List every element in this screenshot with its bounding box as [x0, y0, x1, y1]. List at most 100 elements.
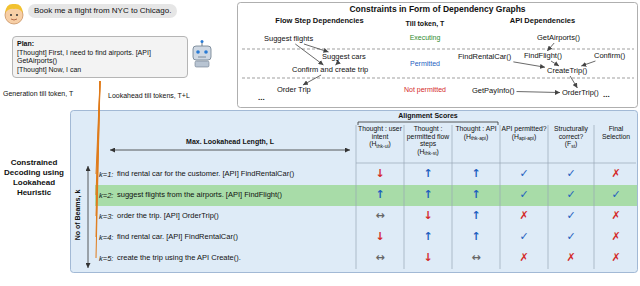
hair	[5, 4, 23, 13]
dependency-arrow	[581, 61, 595, 66]
score-symbol: ✓	[566, 230, 575, 243]
robot-body	[195, 61, 209, 67]
beam-index-box: k=4:	[99, 233, 113, 242]
formula-part: st	[571, 143, 575, 149]
score-symbol: ↓	[423, 251, 432, 264]
beam-text: find rental car for the customer. [API] …	[117, 169, 294, 178]
score-symbol-box: ✓	[548, 167, 594, 181]
legend-heading: Till token, T	[406, 20, 445, 27]
beam-text-box: find rental car for the customer. [API] …	[117, 170, 353, 179]
annotation: Lookahead till tokens, T+L	[108, 92, 190, 99]
score-symbol: ↓	[423, 209, 432, 222]
ellipsis-box: ...	[258, 94, 265, 102]
api-node: CreateTrip()	[545, 66, 589, 76]
axis-label: No of Beams, k	[74, 190, 81, 241]
node-text: FindRentalCar()	[458, 53, 511, 61]
score-symbol-box: ✓	[500, 230, 548, 244]
dependency-arrow	[551, 61, 559, 66]
ellipsis-box: ...	[603, 91, 610, 99]
grid-line	[548, 125, 549, 269]
score-symbol: ✗	[566, 251, 575, 264]
bracket	[358, 122, 498, 125]
score-symbol: ✗	[611, 230, 620, 243]
score-symbol: ↑	[423, 230, 432, 243]
grid-line	[404, 125, 405, 269]
score-symbol: ↑	[471, 209, 480, 222]
formula-part: (H	[417, 148, 424, 155]
score-symbol: ✓	[519, 230, 528, 243]
beam-text: find rental car. [API] FindRentalCar()	[117, 232, 238, 241]
antenna-tip	[201, 40, 204, 43]
score-symbol-box: ✓	[548, 188, 594, 202]
score-symbol-box: ✗	[500, 209, 548, 223]
formula: (Hthk-st)	[405, 148, 451, 158]
header-text: Thought : user intent	[357, 125, 403, 140]
status-label: Executing	[410, 34, 441, 41]
formula: (Hapi-api)	[501, 133, 547, 143]
node-text: Suggest cars	[322, 53, 366, 61]
node-text: Confirm()	[594, 52, 625, 60]
dependency-arrow	[547, 43, 554, 51]
api-node: FindRentalCar()	[456, 52, 513, 62]
flow-panel: Flow Step DependenciesSuggest flightsSug…	[242, 15, 397, 105]
score-symbol: ✗	[519, 251, 528, 264]
node-text: Constrained Decoding using Lookahead Heu…	[2, 158, 66, 198]
score-symbol-box: ↓	[404, 251, 452, 265]
api-node: Confirm()	[592, 51, 627, 61]
formula-part: (H	[369, 140, 376, 147]
dashed-divider	[242, 78, 634, 79]
dependency-arrow	[335, 62, 338, 65]
dependency-arrow	[304, 44, 329, 52]
status-label: Not permitted	[404, 86, 446, 93]
score-symbol: ✓	[611, 188, 620, 201]
score-symbol: ↓	[375, 167, 384, 180]
axis-label-box: No of Beams, k	[74, 175, 82, 255]
score-symbol: ↑	[423, 188, 432, 201]
score-symbol-box: ↑	[404, 230, 452, 244]
beam-index: k=1:	[99, 170, 113, 179]
header-text: Thought : permitted flow steps	[405, 125, 451, 148]
panel-outline	[238, 3, 638, 108]
span-arrow	[110, 150, 350, 151]
table-grid	[356, 125, 636, 269]
column-header: Thought : API(Hthk-api)	[453, 125, 499, 143]
dimension-label: Max. Lookahead Length, L	[186, 138, 274, 145]
node-text: API Dependencies	[451, 16, 634, 25]
score-symbol-box: ↑	[452, 230, 500, 244]
formula-part: )	[575, 140, 577, 147]
score-symbol: ↔	[375, 209, 384, 222]
score-symbol-box: ↑	[404, 167, 452, 181]
column-header: Structurally correct?(Fst)	[549, 125, 593, 150]
formula: (Hthk-ui)	[357, 140, 403, 150]
ellipsis: ...	[603, 90, 610, 99]
column-header: Thought : permitted flow steps(Hthk-st)	[405, 125, 451, 158]
dashed-divider	[242, 49, 634, 50]
score-symbol: ↑	[471, 188, 480, 201]
formula-part: )	[486, 133, 488, 140]
beam-text-box: find rental car. [API] FindRentalCar()	[117, 233, 353, 242]
panel-outline	[71, 111, 638, 273]
grid-line	[356, 125, 357, 269]
group-heading-box: Alignment Scores	[356, 112, 500, 120]
node-text: [Thought] First, I need to find airports…	[17, 49, 183, 66]
beam-index-box: k=2:	[99, 191, 113, 200]
grid-line	[594, 125, 595, 269]
robot-head	[193, 46, 211, 60]
api-node: GetAirports()	[535, 33, 582, 43]
beam-text: suggest flights from the airports. [API]…	[117, 190, 282, 199]
score-symbol-box: ↔	[356, 251, 404, 265]
api-node: GetPayInfo()	[470, 86, 517, 96]
legend-heading-box: Till token, T	[399, 20, 451, 28]
node-text: Plan:	[17, 40, 183, 49]
score-symbol: ✗	[611, 167, 620, 180]
beam-index: k=2:	[99, 191, 113, 200]
score-symbol: ↑	[423, 167, 432, 180]
column-header: Final Selection	[595, 125, 637, 140]
beam-index: k=4:	[99, 233, 113, 242]
flow-step: Suggest flights	[262, 34, 315, 44]
beam-text-box: suggest flights from the airports. [API]…	[117, 191, 353, 200]
score-symbol-box: ↓	[356, 167, 404, 181]
score-symbol: ✓	[566, 209, 575, 222]
grid-line	[356, 163, 636, 164]
formula-part: thk-ui	[376, 143, 388, 149]
